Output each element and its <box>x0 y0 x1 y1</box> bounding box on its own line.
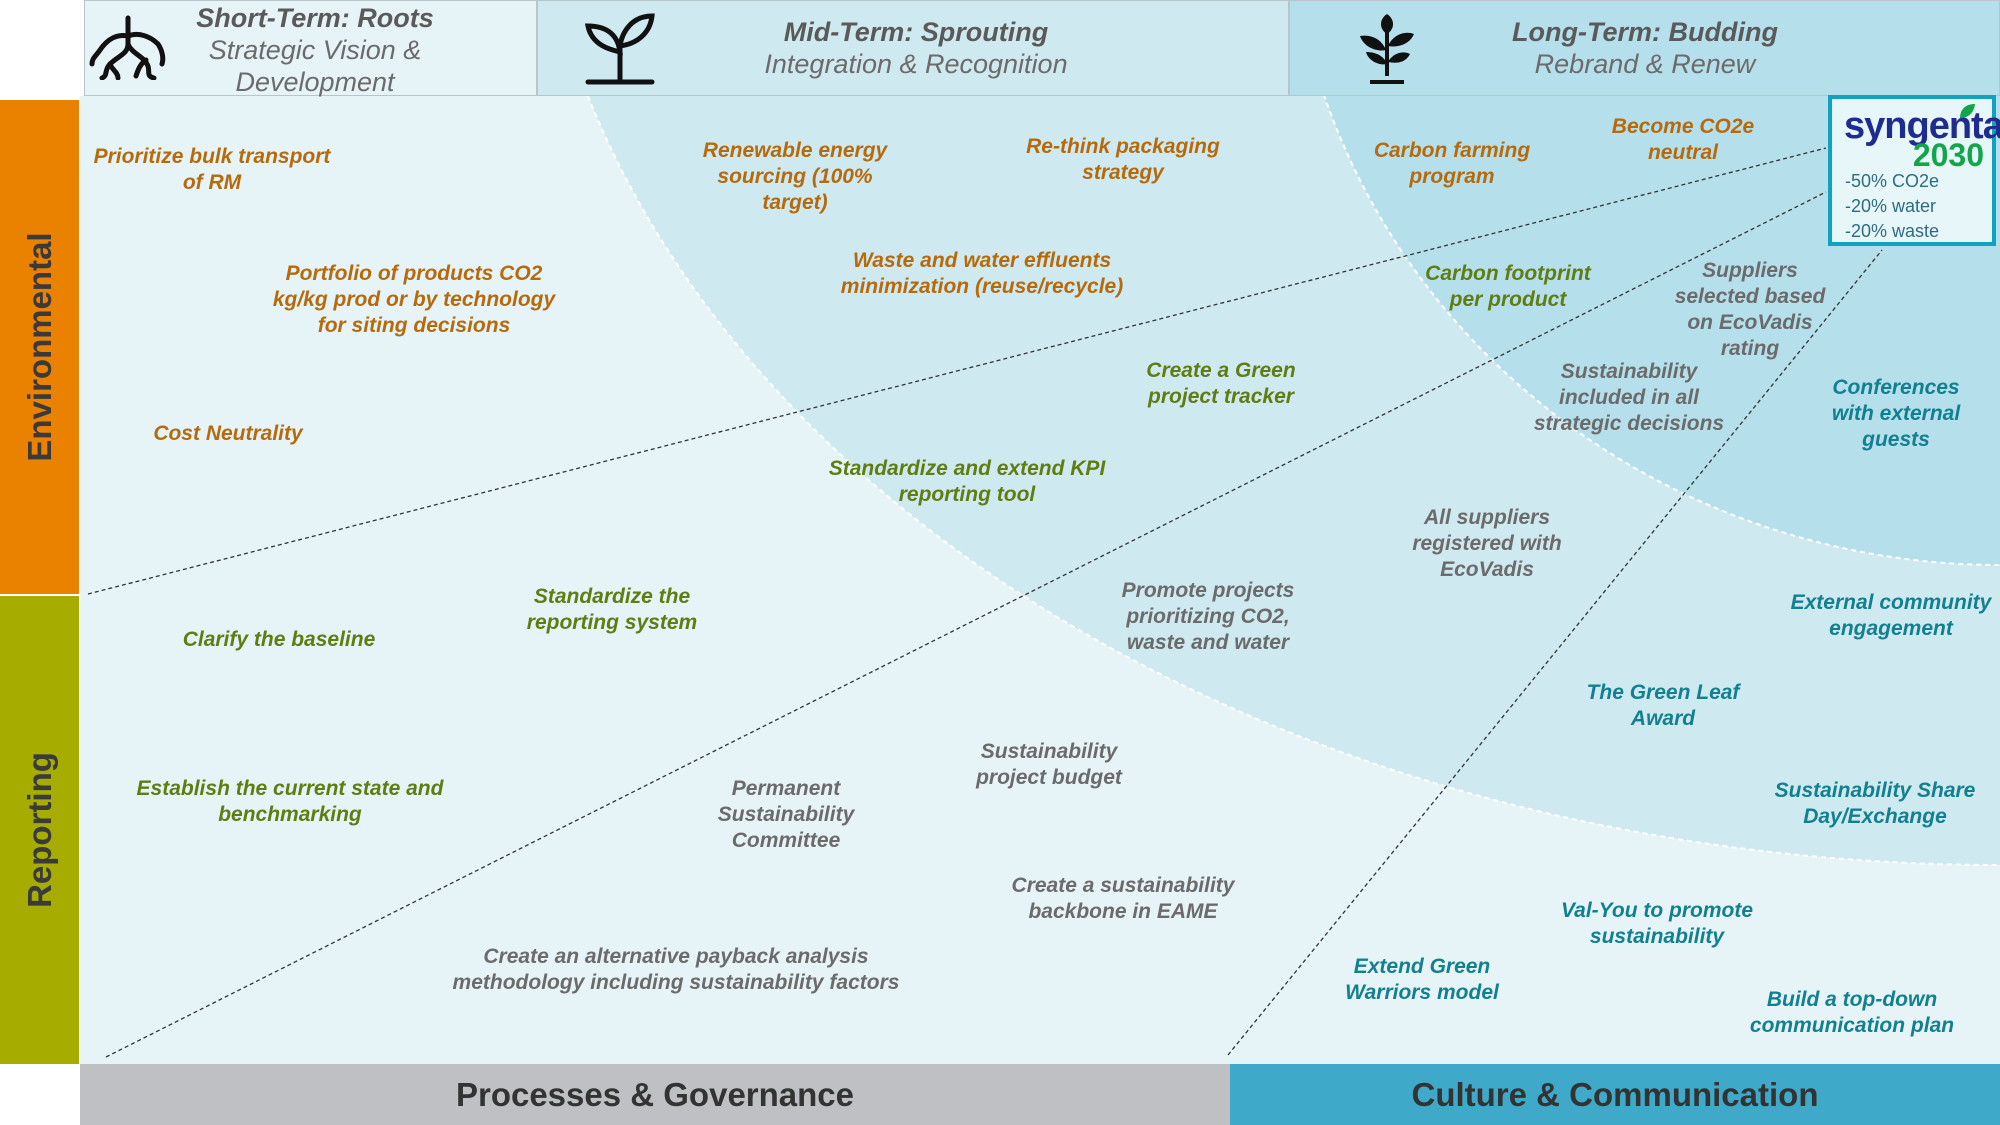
item-promote-projects: Promote projects prioritizing CO2, waste… <box>1121 579 1295 654</box>
long-term-subtitle: Rebrand & Renew <box>1534 49 1756 79</box>
item-all-suppliers: All suppliers registered with EcoVadis <box>1412 506 1562 581</box>
mid-term-subtitle: Integration & Recognition <box>764 49 1068 79</box>
roots-icon <box>89 15 166 80</box>
culture-communication-label: Culture & Communication <box>1411 1075 1819 1113</box>
environmental-bar: Environmental <box>0 100 79 594</box>
short-term-subtitle: Strategic Vision & Development <box>208 35 422 97</box>
syngenta-logo-text: syngenta <box>1844 105 2000 147</box>
long-term-heading: Long-Term: Budding Rebrand & Renew <box>1470 16 1820 80</box>
item-conferences: Conferences with external guests <box>1831 376 1961 451</box>
item-green-leaf-award: The Green Leaf Award <box>1586 681 1740 730</box>
item-cost-neutrality: Cost Neutrality <box>153 422 303 445</box>
divider-line-1 <box>87 147 1827 595</box>
item-packaging: Re-think packaging strategy <box>1026 135 1220 184</box>
leaf-icon <box>1960 104 1975 118</box>
item-kpi-tool: Standardize and extend KPI reporting too… <box>828 457 1106 506</box>
item-suppliers-selected: Suppliers selected based on EcoVadis rat… <box>1674 259 1826 360</box>
target-water: -20% water <box>1845 196 1937 216</box>
processes-governance-label: Processes & Governance <box>455 1075 855 1113</box>
item-project-budget: Sustainability project budget <box>976 740 1122 789</box>
item-carbon-footprint: Carbon footprint per product <box>1425 262 1591 311</box>
header-mid-term <box>537 0 1289 96</box>
item-bulk-transport: Prioritize bulk transport of RM <box>93 145 331 194</box>
item-renewable-energy: Renewable energy sourcing (100% target) <box>702 139 888 214</box>
item-green-warriors: Extend Green Warriors model <box>1345 955 1499 1004</box>
culture-communication-bar: Culture & Communication <box>1230 1064 2000 1125</box>
item-top-down-plan: Build a top-down communication plan <box>1749 988 1955 1037</box>
item-green-tracker: Create a Green project tracker <box>1146 359 1296 408</box>
item-external-community: External community engagement <box>1790 591 1992 640</box>
item-val-you: Val-You to promote sustainability <box>1560 899 1754 948</box>
long-term-title: Long-Term: Budding <box>1512 17 1778 47</box>
item-payback-analysis: Create an alternative payback analysis m… <box>452 945 900 994</box>
header-long-term <box>1289 0 2000 96</box>
reporting-label: Reporting <box>20 752 58 908</box>
item-waste-water: Waste and water effluents minimization (… <box>840 249 1124 298</box>
divider-line-3 <box>1227 249 1883 1056</box>
syngenta-2030-box: syngenta 2030 -50% CO2e -20% water -20% … <box>1828 95 2000 246</box>
item-sustainability-committee: Permanent Sustainability Committee <box>717 777 855 852</box>
item-share-day: Sustainability Share Day/Exchange <box>1774 779 1976 828</box>
environmental-label: Environmental <box>20 232 58 462</box>
item-carbon-farming: Carbon farming program <box>1373 139 1531 188</box>
item-establish-state: Establish the current state and benchmar… <box>136 777 444 826</box>
processes-governance-bar: Processes & Governance <box>80 1064 1230 1125</box>
reporting-bar: Reporting <box>0 596 79 1064</box>
short-term-title: Short-Term: Roots <box>196 3 434 33</box>
sprout-icon <box>584 13 655 85</box>
item-sustainability-decisions: Sustainability included in all strategic… <box>1533 360 1725 435</box>
item-clarify-baseline: Clarify the baseline <box>182 628 376 651</box>
target-waste: -20% waste <box>1845 221 1940 241</box>
target-co2e: -50% CO2e <box>1845 171 1940 191</box>
divider-line-2 <box>105 191 1827 1058</box>
item-sustainability-backbone: Create a sustainability backbone in EAME <box>1011 874 1235 923</box>
mid-term-title: Mid-Term: Sprouting <box>783 17 1049 47</box>
item-co2e-neutral: Become CO2e neutral <box>1611 115 1755 164</box>
short-term-heading: Short-Term: Roots Strategic Vision & Dev… <box>180 2 450 98</box>
item-portfolio-co2: Portfolio of products CO2 kg/kg prod or … <box>272 262 556 337</box>
mid-term-heading: Mid-Term: Sprouting Integration & Recogn… <box>716 16 1116 80</box>
syngenta-year: 2030 <box>1912 137 1984 173</box>
item-standardize-reporting: Standardize the reporting system <box>526 585 698 634</box>
budding-plant-icon <box>1360 14 1414 84</box>
